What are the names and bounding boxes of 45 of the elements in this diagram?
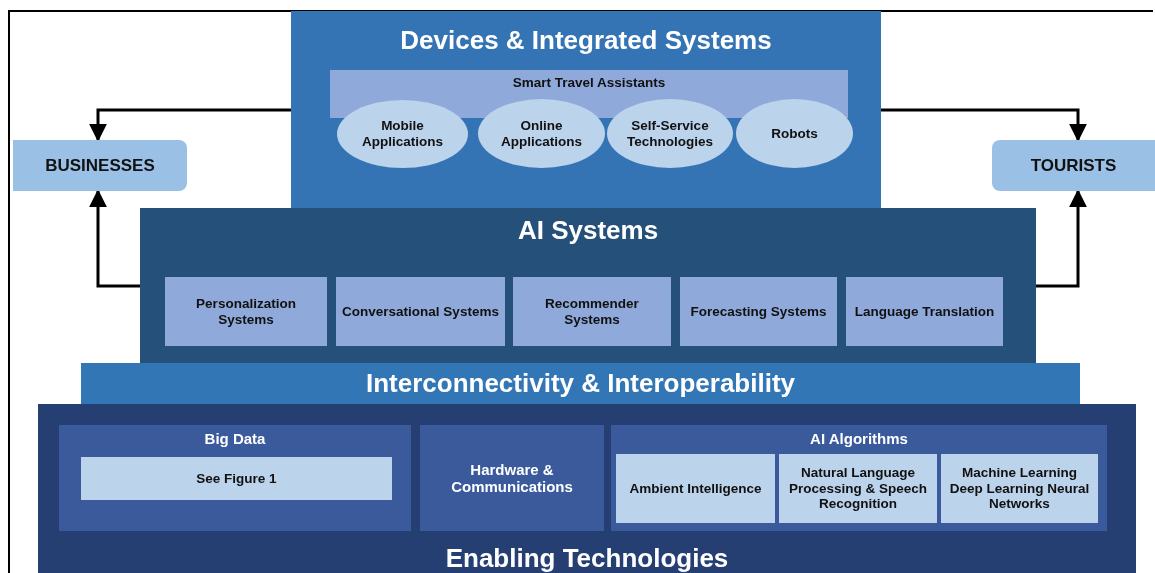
heading: AI Algorithms [810,430,908,448]
arrow [1036,189,1087,288]
label: Mobile Applications [361,118,444,150]
system-box [680,277,837,346]
actor-box [992,140,1155,191]
system-box [165,277,327,346]
actor-box [13,140,187,191]
label: TOURISTS [1030,155,1117,176]
heading: Enabling Technologies [445,544,729,573]
label: Personalization Systems [195,296,297,327]
group-panel [611,425,1107,531]
label: Language Translation [854,303,995,320]
label: See Figure 1 [196,470,277,487]
label: Conversational Systems [342,303,499,320]
label: Self-Service Technologies [626,118,714,149]
heading: Interconnectivity & Interoperability [365,368,796,399]
label: Ambient Intelligence [629,480,762,497]
label: Forecasting Systems [690,303,827,320]
arrow [89,189,140,288]
item-box [941,454,1098,523]
label: BUSINESSES [45,155,155,176]
system-box [846,277,1003,346]
item-box [779,454,937,523]
item-box [81,457,392,500]
section-panel [291,11,881,208]
heading: Devices & Integrated Systems [400,26,772,56]
label: Recommender Systems [544,296,640,327]
heading: Big Data [204,430,266,448]
label: Smart Travel Assistants [512,75,666,91]
system-box [336,277,505,346]
heading: Hardware & Communications [450,460,574,496]
system-box [513,277,671,346]
item-box [616,454,775,523]
layer-band [81,363,1080,404]
section-panel [38,404,1136,573]
label: Robots [771,125,818,142]
label: Online Applications [500,118,583,149]
label: Natural Language Processing & Speech Recognition [787,465,929,512]
group-panel [420,425,604,531]
arrow [89,108,291,142]
label: Machine Learning Deep Learning Neural Networks [948,465,1091,512]
heading: AI Systems [517,216,659,246]
section-panel [140,208,1036,363]
group-panel [59,425,411,531]
arrow [881,108,1087,142]
